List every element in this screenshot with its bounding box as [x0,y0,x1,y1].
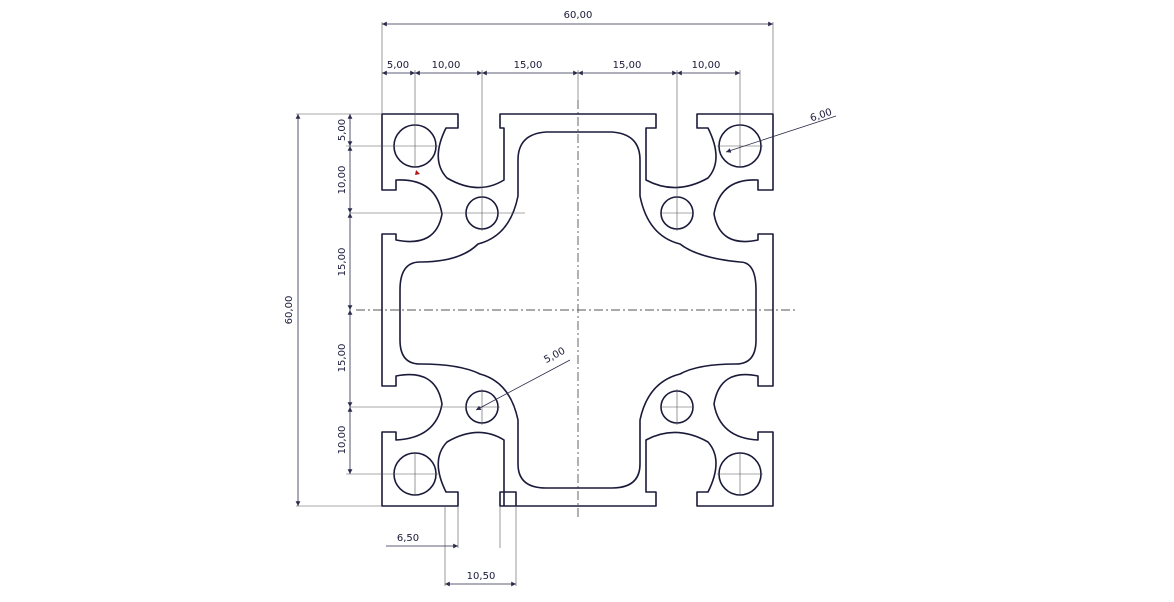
dim-slot-width: 10,50 [467,571,496,582]
dim-overall-width: 60,00 [564,10,593,21]
profile-outline [381,113,774,507]
extension-lines [296,22,774,586]
dim-top-15-right: 15,00 [613,60,642,71]
dim-top-10-left: 10,00 [432,60,461,71]
dim-left-10-top: 10,00 [337,166,348,195]
dimension-lines [295,21,837,587]
dim-inner-hole-diameter: 5,00 [542,346,567,366]
dim-left-15-bottom: 15,00 [337,344,348,373]
dim-left-15-top: 15,00 [337,248,348,277]
dim-slot-offset: 6,50 [397,533,419,544]
centerlines [356,100,795,520]
dim-overall-height: 60,00 [284,296,295,325]
dim-hole-diameter: 6,00 [809,107,834,124]
dimension-labels: 60,00 5,00 10,00 15,00 15,00 10,00 60,00… [284,10,834,582]
dim-left-10-bottom: 10,00 [337,426,348,455]
dim-top-5: 5,00 [387,60,409,71]
dim-top-15-left: 15,00 [514,60,543,71]
red-marker [415,170,420,175]
hole-center-marks [350,124,763,496]
dim-left-5: 5,00 [337,119,348,141]
dim-top-10-right: 10,00 [692,60,721,71]
